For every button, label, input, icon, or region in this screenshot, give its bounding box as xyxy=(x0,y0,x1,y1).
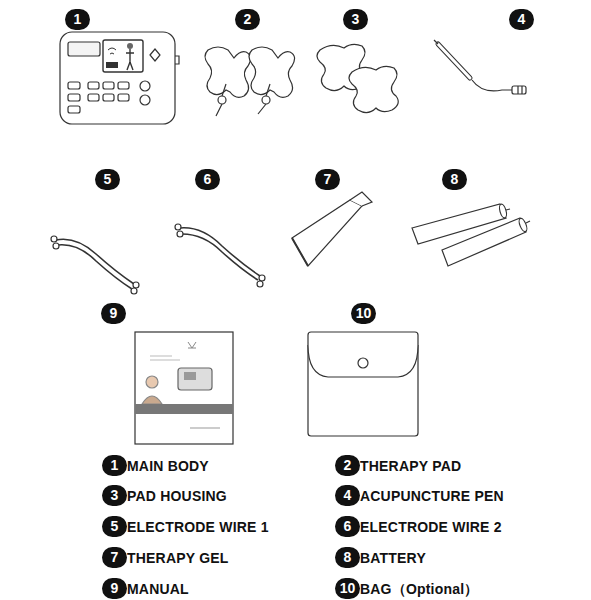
callout-number: 10 xyxy=(351,303,376,324)
callout-number: 6 xyxy=(195,169,220,190)
callout-number: 8 xyxy=(335,547,360,568)
callout-number: 6 xyxy=(335,516,360,537)
part-name: BAG（Optional） xyxy=(360,580,478,598)
callout-number: 7 xyxy=(315,169,340,190)
callout-number: 2 xyxy=(235,9,260,30)
part-name: ACUPUNCTURE PEN xyxy=(360,487,504,505)
callout-number: 3 xyxy=(102,485,127,506)
part-name: BATTERY xyxy=(360,549,426,567)
acupuncture-pen xyxy=(434,40,526,94)
callout-number: 10 xyxy=(335,578,360,599)
main-body xyxy=(60,32,179,124)
manual xyxy=(135,332,233,444)
callout-number: 1 xyxy=(102,455,127,476)
callout-number: 3 xyxy=(343,9,368,30)
part-name: MAIN BODY xyxy=(127,457,209,475)
callout-number: 5 xyxy=(95,169,120,190)
electrode-wire xyxy=(175,224,265,287)
callout-number: 1 xyxy=(65,9,90,30)
callout-number: 4 xyxy=(509,9,534,30)
callout-number: 4 xyxy=(335,485,360,506)
part-name: PAD HOUSING xyxy=(127,487,227,505)
callout-number: 5 xyxy=(102,516,127,537)
callout-number: 9 xyxy=(101,303,126,324)
bag xyxy=(308,332,418,436)
pad-housing xyxy=(317,44,398,112)
part-name: THERAPY PAD xyxy=(360,457,461,475)
electrode-wire xyxy=(51,236,139,294)
therapy-pads xyxy=(205,47,295,116)
part-name: ELECTRODE WIRE 1 xyxy=(127,518,269,536)
part-name: THERAPY GEL xyxy=(127,549,229,567)
batteries xyxy=(412,203,530,266)
callout-number: 7 xyxy=(102,547,127,568)
callout-number: 9 xyxy=(102,578,127,599)
callout-number: 2 xyxy=(335,455,360,476)
part-name: ELECTRODE WIRE 2 xyxy=(360,518,502,536)
therapy-gel xyxy=(292,192,372,266)
part-name: MANUAL xyxy=(127,580,189,598)
callout-number: 8 xyxy=(442,169,467,190)
